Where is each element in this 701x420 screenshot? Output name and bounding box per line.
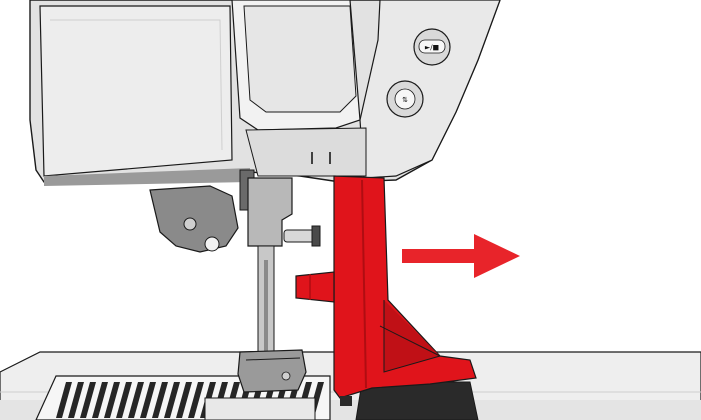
feed-dog-slot <box>116 382 132 418</box>
feed-dog-slot <box>188 382 204 418</box>
feed-dog-slot <box>68 382 84 418</box>
machine-head <box>29 0 501 186</box>
presser-foot-assembly <box>149 169 321 393</box>
feed-dog-slot <box>164 382 180 418</box>
start-stop-button[interactable]: ►/■ <box>413 28 451 66</box>
feed-dog-slot <box>176 382 192 418</box>
red-accessory-guide <box>295 175 477 406</box>
feed-dog-slot <box>152 382 168 418</box>
needle-up-down-icon: ⇅ <box>402 96 408 104</box>
feed-dog-slot <box>128 382 144 418</box>
needle-up-down-button[interactable]: ⇅ <box>386 80 424 118</box>
feed-dog-slot <box>92 382 108 418</box>
feed-dog-slot <box>56 382 72 418</box>
feed-dog-slot <box>140 382 156 418</box>
direction-arrow-right <box>402 234 520 278</box>
feed-dog-slot <box>80 382 96 418</box>
start-stop-icon: ►/■ <box>425 44 439 52</box>
feed-dog-slot <box>104 382 120 418</box>
